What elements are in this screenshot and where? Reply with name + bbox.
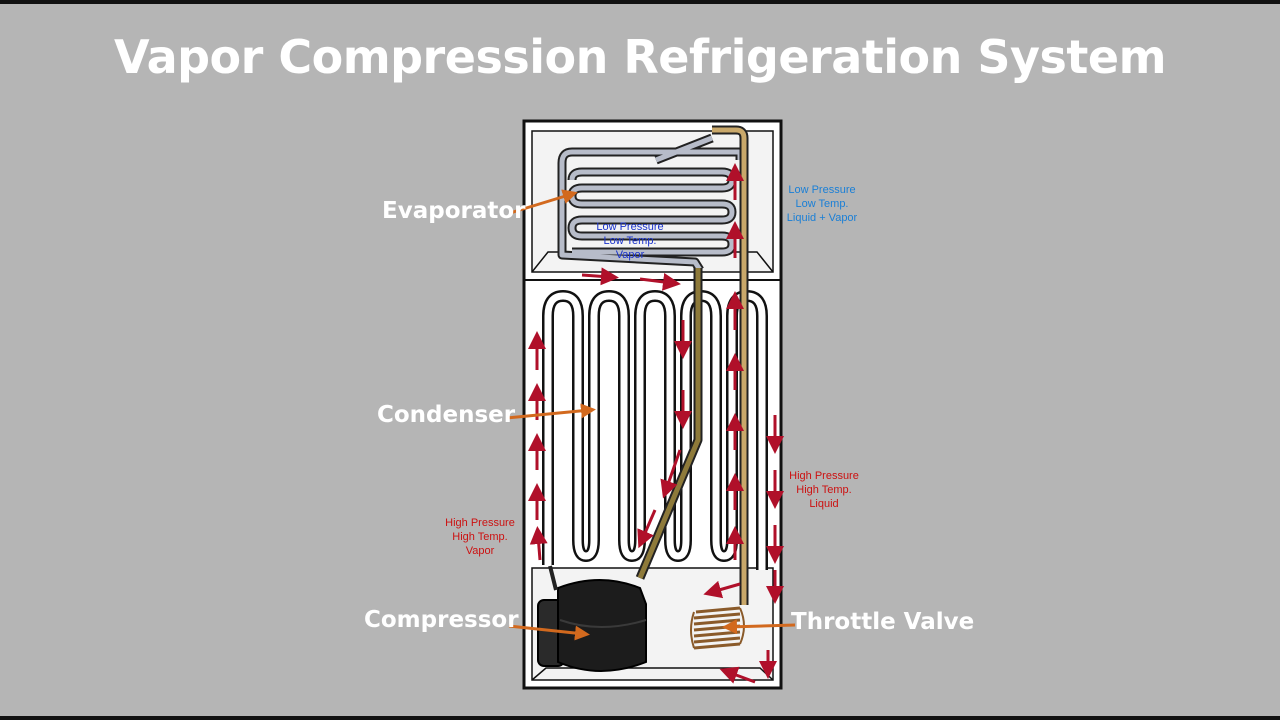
compressor-pointer — [508, 624, 590, 641]
condenser-pointer — [506, 403, 596, 420]
flow-arrow — [719, 666, 756, 684]
flow-arrow — [639, 272, 681, 291]
label-pointers — [506, 189, 796, 641]
flow-arrow — [703, 580, 741, 599]
condenser-coil — [542, 290, 768, 570]
state-note-low-mix: Low Pressure Low Temp. Liquid + Vapor — [772, 183, 872, 225]
evaporator-pointer — [509, 189, 578, 215]
note-line: Low Temp. — [603, 235, 657, 247]
flow-arrow — [660, 449, 682, 499]
note-line: High Pressure — [445, 517, 515, 529]
note-line: Liquid + Vapor — [786, 212, 858, 224]
evaporator-coil — [557, 133, 745, 273]
state-note-high-vapor: High Pressure High Temp. Vapor — [430, 516, 530, 558]
condenser-label: Condenser — [377, 402, 516, 428]
evaporator-label: Evaporator — [382, 198, 526, 224]
capillary-tube — [712, 125, 749, 605]
note-line: Low Pressure — [788, 184, 856, 196]
note-line: Low Pressure — [596, 221, 664, 233]
note-line: Liquid — [809, 498, 839, 510]
flow-arrow — [529, 526, 548, 561]
note-line: Low Temp. — [795, 198, 849, 210]
note-line: High Temp. — [796, 484, 852, 496]
note-line: High Temp. — [452, 531, 508, 543]
note-line: Vapor — [615, 249, 645, 261]
flow-arrow — [637, 509, 657, 549]
note-line: Vapor — [465, 545, 495, 557]
state-note-high-liquid: High Pressure High Temp. Liquid — [774, 469, 874, 511]
compressor-label: Compressor — [364, 607, 519, 633]
throttle-valve-pointer — [722, 619, 796, 635]
suction-line — [635, 268, 703, 580]
note-line: High Pressure — [789, 470, 859, 482]
flow-arrows — [528, 163, 784, 684]
state-note-low-vapor: Low Pressure Low Temp. Vapor — [580, 220, 680, 262]
page-title: Vapor Compression Refrigeration System — [113, 30, 1167, 84]
throttle-valve-coil — [690, 606, 745, 650]
throttle-valve-label: Throttle Valve — [791, 609, 975, 635]
flow-arrow — [581, 267, 619, 286]
